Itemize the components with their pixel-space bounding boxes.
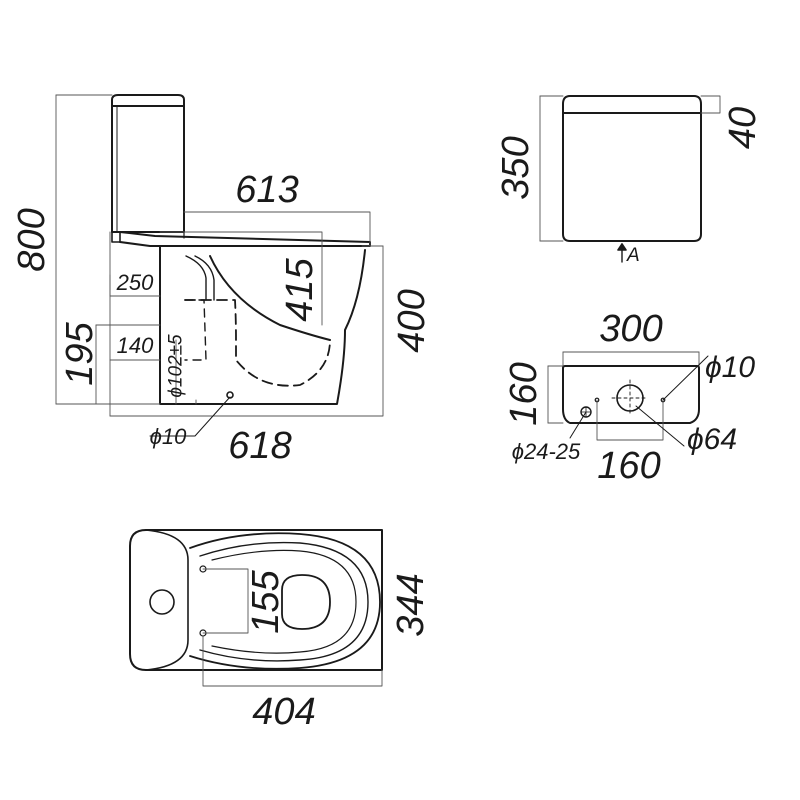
dim-fix-hole: ϕ10	[149, 424, 187, 449]
dim-inlet-250: 250	[116, 270, 154, 295]
dim-hole-64: ϕ64	[686, 423, 738, 456]
dim-140: 140	[116, 333, 154, 358]
view-marker-a: A	[627, 245, 640, 266]
dim-outlet-195: 195	[59, 322, 101, 386]
side-view	[55, 94, 384, 437]
dim-depth-160: 160	[503, 362, 545, 426]
dim-lid-40: 40	[722, 106, 764, 150]
dim-hole-10: ϕ10	[704, 351, 756, 384]
top-view	[129, 529, 383, 687]
dim-outlet-diameter: ϕ102±5	[165, 334, 187, 398]
dim-spacing-160: 160	[597, 445, 661, 487]
dim-length-613: 613	[235, 169, 299, 211]
dim-height-800: 800	[11, 208, 53, 272]
dim-hole-24-25: ϕ24-25	[511, 439, 581, 464]
dim-width-300: 300	[599, 308, 663, 350]
dim-415: 415	[279, 258, 321, 322]
dim-seat-holes-155: 155	[245, 570, 287, 634]
dim-width-344: 344	[390, 573, 432, 637]
dim-length-618: 618	[228, 425, 292, 467]
cistern-front-view	[539, 95, 721, 263]
dim-cistern-350: 350	[495, 136, 537, 200]
dim-rim-400: 400	[391, 289, 433, 353]
cistern-bottom-view	[547, 351, 709, 447]
dim-length-404: 404	[252, 691, 316, 733]
